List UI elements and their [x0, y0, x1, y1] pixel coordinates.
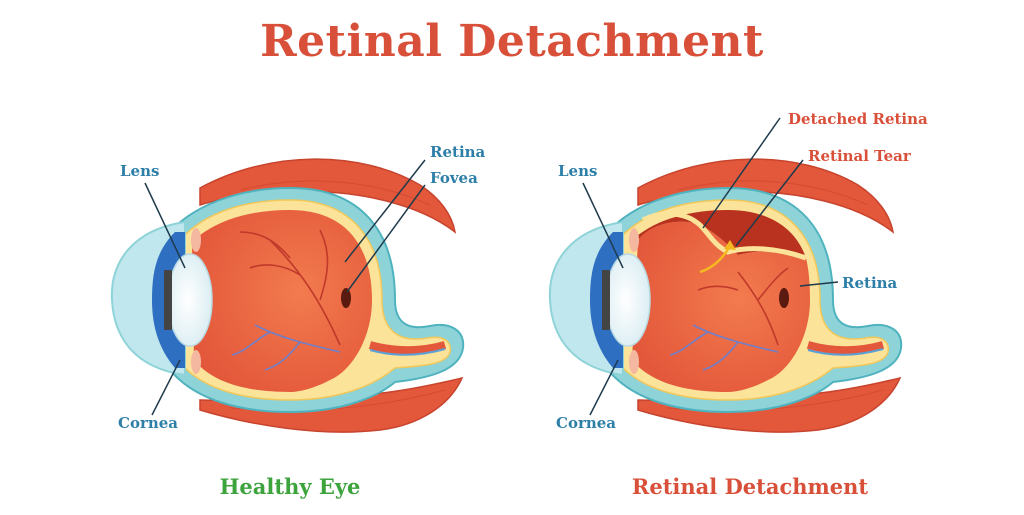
label-detached-retina: Detached Retina [788, 110, 928, 128]
optic-nerve [368, 341, 447, 355]
label-fovea: Fovea [430, 169, 478, 187]
label-lens: Lens [120, 162, 159, 180]
blood-vessels [697, 267, 789, 346]
pupil [602, 270, 610, 330]
veins [669, 324, 779, 371]
page-title: Retinal Detachment [260, 16, 764, 67]
fovea-spot [341, 288, 351, 308]
lens-shape [167, 253, 213, 347]
leader-lines [582, 117, 839, 416]
label-cornea: Cornea [118, 414, 178, 432]
fovea-spot [779, 288, 789, 308]
caption-healthy-eye: Healthy Eye [219, 474, 361, 499]
blood-vessels [239, 229, 341, 346]
lens-shape [605, 253, 651, 347]
label-retina: Retina [430, 143, 486, 161]
veins [231, 324, 341, 371]
healthy-eye: Lens Cornea Retina Fovea [110, 143, 486, 433]
detached-eye [548, 117, 903, 433]
subretinal-space [630, 210, 806, 258]
label-retinal-tear: Retinal Tear [808, 147, 912, 165]
optic-nerve [806, 341, 885, 355]
label-lens-right: Lens [558, 162, 597, 180]
detached-retina-line [641, 211, 807, 261]
label-retina-right: Retina [842, 274, 898, 292]
leader-lines [144, 159, 426, 416]
caption-retinal-detachment: Retinal Detachment [631, 474, 869, 499]
pupil [164, 270, 172, 330]
label-cornea-right: Cornea [556, 414, 616, 432]
